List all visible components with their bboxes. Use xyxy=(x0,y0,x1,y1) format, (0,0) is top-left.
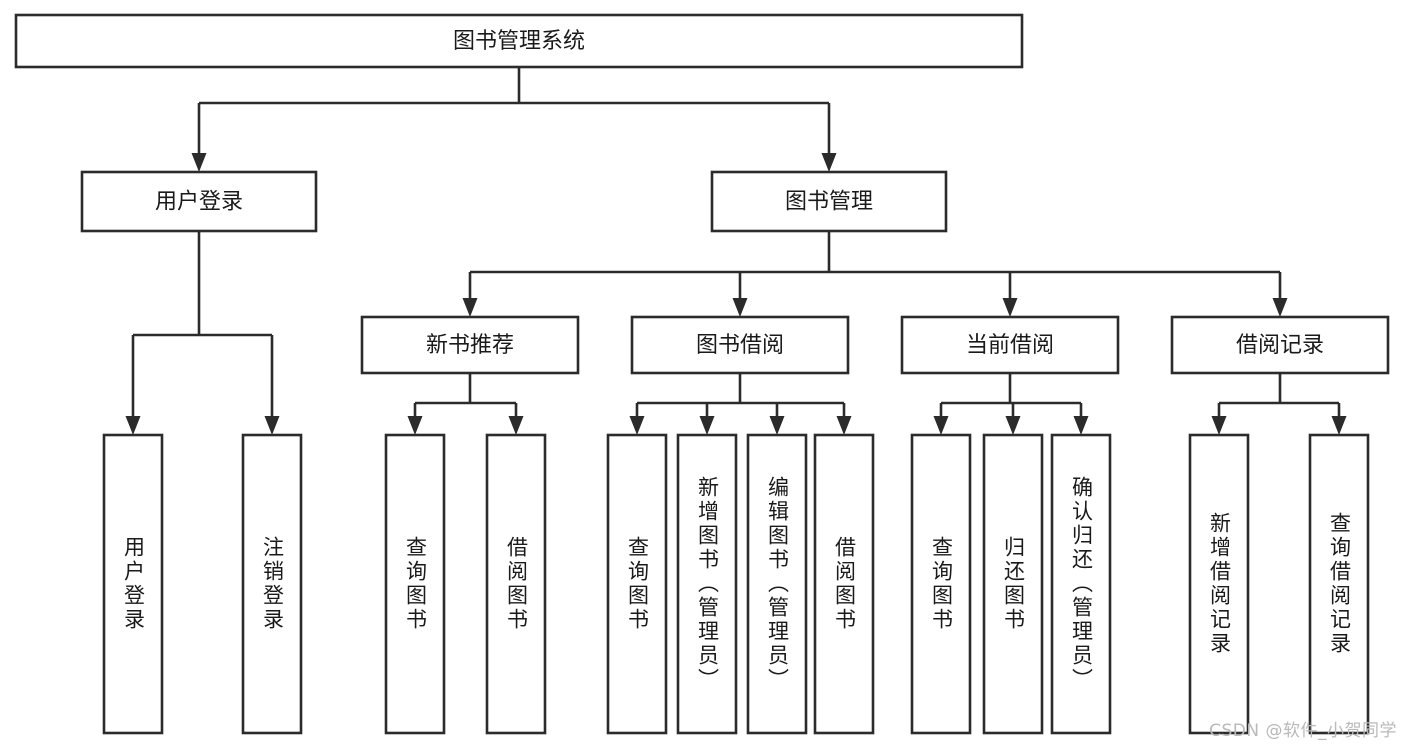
node-label-borrow-record: 借阅记录 xyxy=(1236,333,1324,358)
arrow-head-icon xyxy=(462,298,478,317)
arrow-head-icon xyxy=(769,416,785,435)
arrow-head-icon xyxy=(1005,416,1021,435)
node-box-leaf-cur-return-book[interactable] xyxy=(982,433,1044,735)
arrow-head-icon xyxy=(264,416,280,435)
arrow-head-icon xyxy=(1272,298,1288,317)
arrow-head-icon xyxy=(508,416,524,435)
node-label-root: 图书管理系统 xyxy=(453,29,585,54)
arrow-head-icon xyxy=(191,153,207,172)
arrow-head-icon xyxy=(1002,298,1018,317)
arrow-head-icon xyxy=(933,416,949,435)
node-box-leaf-borrow-lend-book[interactable] xyxy=(813,433,875,735)
node-box-leaf-borrow-edit-book[interactable] xyxy=(746,433,808,735)
node-box-current-borrow[interactable] xyxy=(900,315,1120,375)
arrow-head-icon xyxy=(821,153,837,172)
node-box-leaf-borrow-query-book[interactable] xyxy=(606,433,668,735)
node-box-root[interactable] xyxy=(14,13,1024,69)
arrow-head-icon xyxy=(1211,416,1227,435)
node-box-borrow-record[interactable] xyxy=(1170,315,1390,375)
node-box-leaf-borrow-add-book[interactable] xyxy=(676,433,738,735)
connectors-group xyxy=(125,67,1347,435)
node-label-new-book-recommend: 新书推荐 xyxy=(426,333,514,358)
arrow-head-icon xyxy=(1331,416,1347,435)
arrow-head-icon xyxy=(629,416,645,435)
node-box-leaf-user-login[interactable] xyxy=(102,433,164,735)
node-box-user-login[interactable] xyxy=(80,170,318,233)
node-box-book-management[interactable] xyxy=(710,170,948,233)
node-label-book-management: 图书管理 xyxy=(785,190,873,215)
arrow-head-icon xyxy=(699,416,715,435)
node-box-leaf-user-logout[interactable] xyxy=(241,433,303,735)
node-box-leaf-cur-confirm-return[interactable] xyxy=(1050,433,1112,735)
arrow-head-icon xyxy=(407,416,423,435)
watermark-text: CSDN @软件_小贺同学 xyxy=(1209,721,1397,741)
node-box-new-book-recommend[interactable] xyxy=(360,315,580,375)
node-boxes-group xyxy=(14,13,1390,735)
node-box-leaf-rec-borrow-book[interactable] xyxy=(485,433,547,735)
node-box-leaf-rec-query-record[interactable] xyxy=(1308,433,1370,735)
node-box-leaf-rec-query-book[interactable] xyxy=(384,433,446,735)
node-label-book-borrow: 图书借阅 xyxy=(696,333,784,358)
node-box-leaf-rec-add-record[interactable] xyxy=(1188,433,1250,735)
arrow-head-icon xyxy=(125,416,141,435)
node-box-leaf-cur-query-book[interactable] xyxy=(910,433,972,735)
node-box-book-borrow[interactable] xyxy=(630,315,850,375)
arrow-head-icon xyxy=(1073,416,1089,435)
node-label-current-borrow: 当前借阅 xyxy=(966,333,1054,358)
arrow-head-icon xyxy=(836,416,852,435)
node-label-user-login: 用户登录 xyxy=(155,190,243,215)
arrow-head-icon xyxy=(732,298,748,317)
